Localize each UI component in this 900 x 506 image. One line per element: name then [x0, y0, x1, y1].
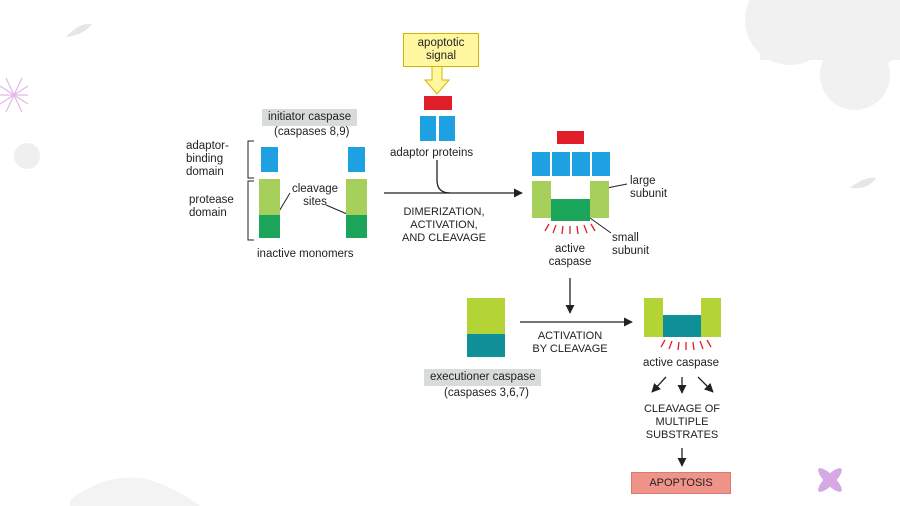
activity-spikes-2: [660, 339, 712, 351]
left-dot-decoration: [14, 143, 40, 169]
adaptor-domain-bracket: [247, 140, 254, 179]
active-executioner-small-subunit: [663, 315, 701, 337]
substrate-arrow-right: [697, 376, 714, 393]
active-complex-adaptor-1: [532, 152, 550, 176]
apoptosis-box: APOPTOSIS: [631, 472, 731, 494]
protease-domain-bracket: [247, 180, 254, 241]
active-complex-large-subunit-right: [590, 181, 609, 218]
bottom-left-wave-decoration: [70, 477, 200, 506]
monomer-left-large-domain: [259, 179, 280, 215]
active-caspase-label-2: active caspase: [643, 357, 720, 369]
monomer-right-large-domain: [346, 179, 367, 215]
small-subunit-label: small subunit: [612, 232, 650, 257]
executioner-caspase-title: executioner caspase: [424, 369, 542, 386]
active-complex-small-subunit: [551, 199, 590, 221]
active-complex-large-subunit-left: [532, 181, 551, 218]
monomer-right-adaptor-domain: [348, 147, 365, 172]
left-burst-decoration: [0, 77, 29, 113]
leaf-decoration-right: [850, 177, 876, 189]
adaptor-join-arrow: [436, 160, 451, 194]
signal-receptor-red: [424, 96, 452, 110]
apoptosis-label: APOPTOSIS: [649, 477, 713, 489]
chromosome-decoration: [818, 468, 842, 492]
large-subunit-label: large subunit: [630, 175, 668, 200]
activation-by-cleavage-label: ACTIVATION BY CLEAVAGE: [532, 330, 608, 355]
executioner-small-subunit: [467, 334, 505, 357]
top-right-cloud-decoration: [745, 0, 900, 110]
active-complex-adaptor-3: [572, 152, 590, 176]
active-executioner-left-subunit: [644, 298, 663, 337]
adaptor-binding-domain-label: adaptor- binding domain: [186, 140, 229, 178]
active-executioner-right-subunit: [701, 298, 721, 337]
adaptor-protein-left: [420, 116, 436, 141]
initiator-caspase-title: initiator caspase: [262, 109, 358, 126]
substrate-arrow-left: [651, 376, 667, 393]
cleavage-of-substrates-label: CLEAVAGE OF MULTIPLE SUBSTRATES: [643, 403, 720, 441]
monomer-right-small-domain: [346, 215, 367, 238]
executioner-caspase-subtitle: (caspases 3,6,7): [444, 387, 530, 399]
cleavage-pointer-left: [277, 192, 291, 214]
adaptor-proteins-label: adaptor proteins: [390, 147, 474, 159]
monomer-left-small-domain: [259, 215, 280, 238]
leaf-decoration-top: [66, 23, 92, 37]
executioner-large-subunit: [467, 298, 505, 334]
small-subunit-pointer: [589, 217, 612, 234]
cleavage-sites-label: cleavage sites: [291, 183, 339, 208]
apoptotic-signal-label: apoptotic signal: [417, 37, 465, 62]
active-caspase-label-1: active caspase: [548, 243, 592, 268]
active-complex-adaptor-4: [592, 152, 610, 176]
active-complex-adaptor-2: [552, 152, 570, 176]
apoptotic-signal-box: apoptotic signal: [403, 33, 479, 67]
large-subunit-pointer: [606, 183, 628, 189]
activity-spikes-1: [544, 223, 596, 235]
cleavage-pointer-right: [325, 204, 348, 215]
monomer-left-adaptor-domain: [261, 147, 278, 172]
dimerization-step-label: DIMERIZATION, ACTIVATION, AND CLEAVAGE: [402, 206, 486, 244]
initiator-caspase-subtitle: (caspases 8,9): [274, 126, 350, 138]
protease-domain-label: protease domain: [189, 194, 234, 219]
inactive-monomers-label: inactive monomers: [257, 248, 354, 260]
signal-arrow: [423, 65, 451, 95]
active-complex-receptor-red: [557, 131, 584, 144]
adaptor-protein-right: [439, 116, 455, 141]
